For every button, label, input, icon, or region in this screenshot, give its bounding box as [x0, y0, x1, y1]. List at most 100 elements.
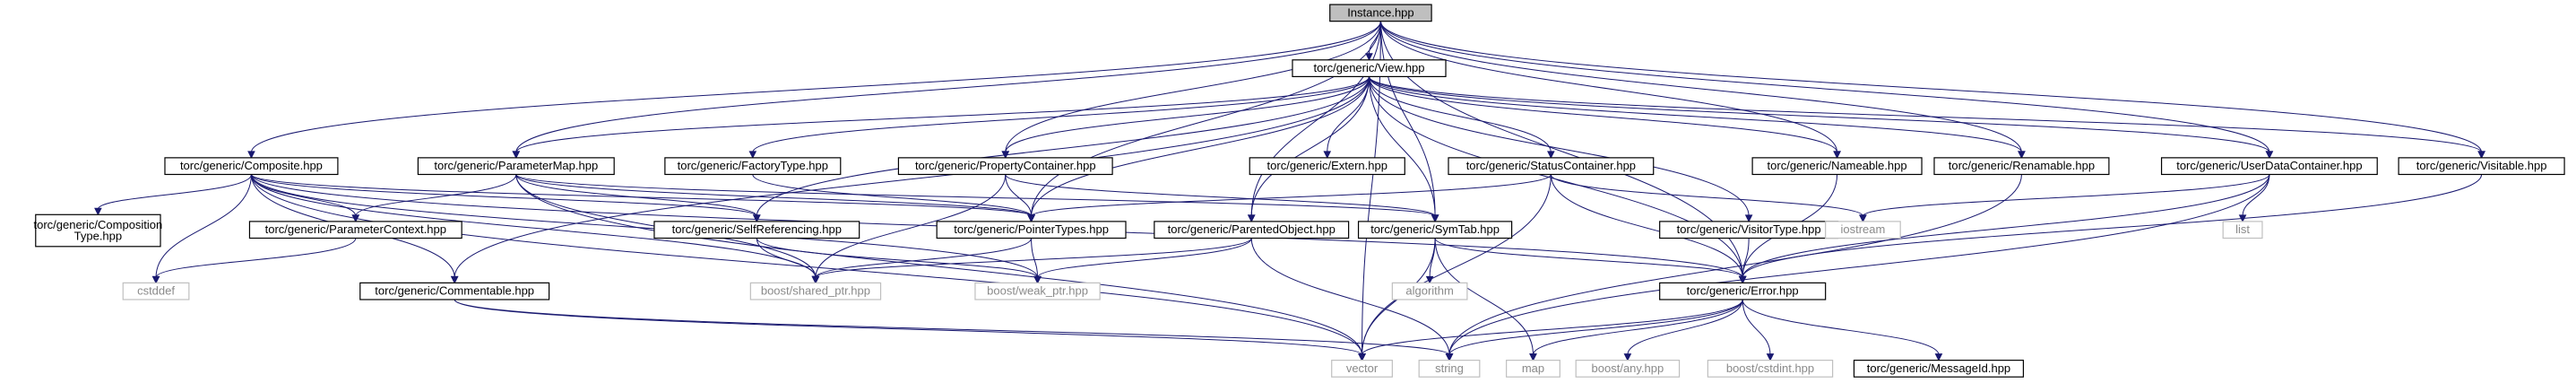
edge-parametermap-to-selfreferencing [515, 174, 757, 217]
node-error[interactable]: torc/generic/Error.hpp [1659, 282, 1827, 300]
node-composite[interactable]: torc/generic/Composite.hpp [164, 157, 339, 176]
edge-arrowhead [512, 151, 521, 159]
node-cstddef: cstddef [122, 282, 190, 300]
edge-arrowhead [1833, 151, 1841, 159]
edge-view-to-statuscontainer [1369, 76, 1552, 152]
node-parentedobject[interactable]: torc/generic/ParentedObject.hpp [1154, 221, 1350, 239]
edge-composite-to-pointertypes [250, 174, 1033, 217]
node-label: Instance.hpp [1347, 5, 1413, 19]
edge-parametermap-to-parametercontext [355, 174, 517, 217]
node-label: torc/generic/ParentedObject.hpp [1168, 222, 1336, 236]
node-box [1391, 282, 1468, 300]
node-nameable[interactable]: torc/generic/Nameable.hpp [1751, 157, 1923, 176]
node-box [1853, 360, 2025, 378]
edge-view-to-nameable [1369, 76, 1838, 152]
edge-arrowhead [752, 214, 761, 223]
edge-visitortype-to-error [1742, 238, 1750, 278]
node-box [1659, 282, 1827, 300]
edge-arrowhead [748, 151, 757, 159]
node-selfreferencing[interactable]: torc/generic/SelfReferencing.hpp [653, 221, 860, 239]
node-label: cstddef [137, 284, 175, 298]
edge-arrowhead [1529, 353, 1537, 361]
node-label: map [1522, 361, 1544, 375]
edge-arrowhead [1934, 353, 1943, 361]
edge-propertycontainer-to-symtab [1005, 174, 1436, 217]
edge-arrowhead [450, 275, 459, 284]
edge-userdatacontainer-to-error [1742, 174, 2270, 278]
edge-factorytype-to-pointertypes [752, 174, 1033, 217]
node-box [664, 157, 842, 176]
node-factorytype[interactable]: torc/generic/FactoryType.hpp [664, 157, 842, 176]
node-propertycontainer[interactable]: torc/generic/PropertyContainer.hpp [897, 157, 1113, 176]
edge-arrowhead [1431, 214, 1439, 223]
edge-view-to-parentedobject [1250, 76, 1370, 216]
node-statuscontainer[interactable]: torc/generic/StatusContainer.hpp [1448, 157, 1655, 176]
node-extern[interactable]: torc/generic/Extern.hpp [1249, 157, 1405, 176]
edge-view-to-extern [1327, 76, 1370, 152]
edge-instance-to-pointertypes [1031, 21, 1381, 216]
node-label: torc/generic/View.hpp [1313, 61, 1424, 74]
edge-arrowhead [1323, 151, 1332, 159]
node-view[interactable]: torc/generic/View.hpp [1292, 59, 1447, 77]
node-commentable[interactable]: torc/generic/Commentable.hpp [359, 282, 550, 300]
edge-error-to-messageid [1742, 299, 1940, 355]
node-messageid[interactable]: torc/generic/MessageId.hpp [1853, 360, 2025, 378]
edge-view-to-factorytype [752, 76, 1370, 153]
node-label: Type.hpp [74, 229, 123, 242]
edge-commentable-to-string [454, 299, 1450, 356]
node-box [1751, 157, 1923, 176]
node-box [1329, 4, 1432, 22]
node-map: map [1506, 360, 1560, 378]
node-box [1331, 360, 1393, 378]
node-userdatacontainer[interactable]: torc/generic/UserDataContainer.hpp [2160, 157, 2378, 176]
edge-arrowhead [2018, 151, 2026, 159]
node-visitable[interactable]: torc/generic/Visitable.hpp [2398, 157, 2565, 176]
edge-arrowhead [1027, 214, 1035, 223]
node-pointertypes[interactable]: torc/generic/PointerTypes.hpp [936, 221, 1127, 239]
node-label: torc/generic/Composition [33, 218, 162, 231]
edge-arrowhead [1358, 353, 1366, 361]
node-box [1418, 360, 1481, 378]
node-parametermap[interactable]: torc/generic/ParameterMap.hpp [417, 157, 615, 176]
node-box [749, 282, 882, 300]
node-sharedptr: boost/shared_ptr.hpp [749, 282, 882, 300]
node-label: torc/generic/Nameable.hpp [1768, 159, 1907, 172]
edge-composite-to-vector [250, 174, 1363, 355]
edge-instance-to-parentedobject [1250, 21, 1381, 216]
node-label: torc/generic/Error.hpp [1687, 284, 1799, 298]
node-box [1357, 221, 1513, 239]
node-box [1292, 59, 1447, 77]
node-visitortype[interactable]: torc/generic/VisitorType.hpp [1659, 221, 1839, 239]
edge-arrowhead [1738, 275, 1747, 284]
edge-parentedobject-to-sharedptr [815, 238, 1252, 278]
edge-arrowhead [1033, 275, 1042, 284]
node-box [35, 213, 161, 248]
node-label: torc/generic/ParameterMap.hpp [434, 159, 598, 172]
node-label: torc/generic/UserDataContainer.hpp [2176, 159, 2362, 172]
edge-parametermap-to-vector [515, 174, 1363, 355]
edge-selfreferencing-to-sharedptr [756, 238, 817, 278]
node-instance[interactable]: Instance.hpp [1329, 4, 1432, 22]
node-label: torc/generic/VisitorType.hpp [1677, 222, 1821, 236]
edge-arrowhead [1365, 53, 1373, 61]
node-label: torc/generic/Visitable.hpp [2416, 159, 2547, 172]
edge-instance-to-nameable [1379, 21, 1838, 152]
node-string: string [1418, 360, 1481, 378]
node-label: iostream [1840, 222, 1885, 236]
edge-arrowhead [351, 214, 360, 223]
edge-view-to-pointertypes [1031, 76, 1370, 216]
node-box [2398, 157, 2565, 176]
edge-instance-to-visitable [1379, 21, 2483, 152]
edge-arrowhead [1425, 275, 1434, 284]
node-parametercontext[interactable]: torc/generic/ParameterContext.hpp [248, 221, 462, 239]
node-symtab[interactable]: torc/generic/SymTab.hpp [1357, 221, 1513, 239]
node-box [653, 221, 860, 239]
node-boostany: boost/any.hpp [1575, 360, 1681, 378]
node-box [1933, 157, 2110, 176]
edge-instance-to-vector [1361, 21, 1381, 355]
node-renamable[interactable]: torc/generic/Renamable.hpp [1933, 157, 2110, 176]
node-list: list [2222, 221, 2263, 239]
node-box [248, 221, 462, 239]
edge-instance-to-userdatacontainer [1379, 21, 2270, 152]
